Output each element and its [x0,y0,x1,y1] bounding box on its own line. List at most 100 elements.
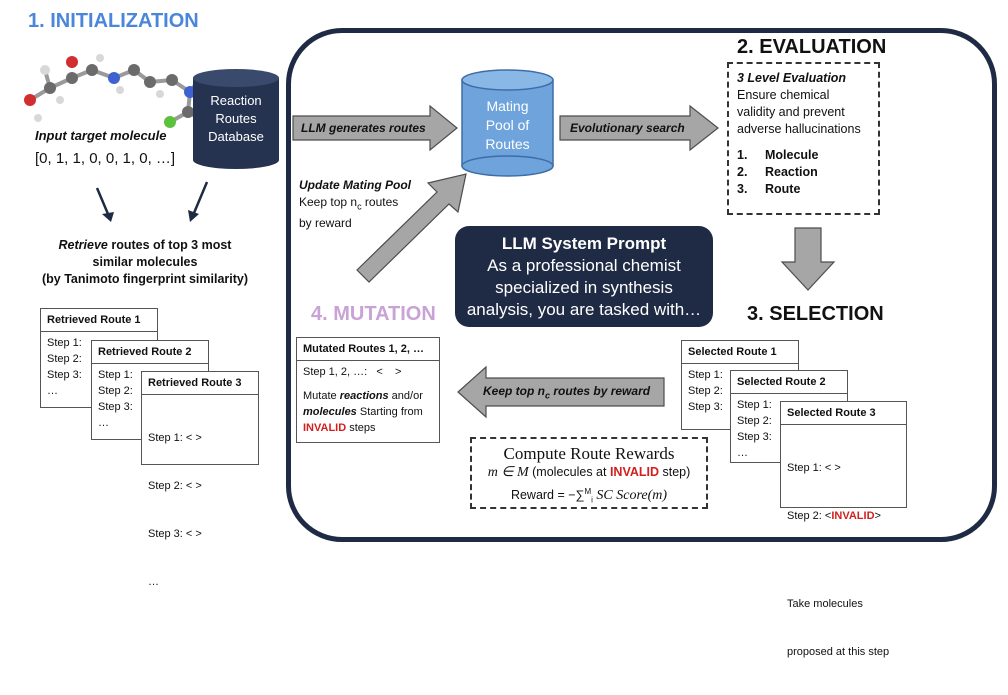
take-molecules-note-1: Take molecules [787,598,863,610]
evaluation-level-3: 3.Route [737,181,870,198]
level-label: Route [765,182,801,196]
update-pool-line3: by reward [299,216,352,231]
level-label: Molecule [765,148,819,162]
update-pool-arrow [356,173,467,283]
route-step: Step 2: [98,385,133,397]
retrieved-route-title: Retrieved Route 3 [142,372,258,395]
retrieve-line2: similar molecules [92,255,198,269]
database-label-line2: Routes [215,111,257,126]
system-prompt-line2: specialized in synthesis [495,278,673,297]
mating-pool-label: Mating Pool of Routes [462,97,553,154]
update-pool-title: Update Mating Pool [299,178,411,192]
main-loop-frame [286,28,997,542]
reward-sub: i [591,495,593,505]
mutate-molecules: molecules [303,406,357,418]
route-step-invalid: Step 2: <INVALID> [787,508,900,524]
input-molecule-label: Input target molecule [35,128,167,143]
evolutionary-arrow [559,104,719,152]
mutated-routes-card: Mutated Routes 1, 2, … Step 1, 2, …: < >… [296,337,440,443]
take-molecules-note-2: proposed at this step [787,646,890,658]
update-pool-sub: c [357,201,362,212]
system-prompt-line1: As a professional chemist [487,256,681,275]
mutated-step-line: Step 1, 2, …: < > [303,366,402,378]
level-label: Reaction [765,165,818,179]
route-step: Step 1: [737,399,772,411]
level-num: 2. [737,165,748,179]
route-step: Step 2: [688,385,723,397]
update-pool-text: Update Mating Pool Keep top nc routes by… [299,177,411,232]
update-pool-line2-post: routes [361,195,399,209]
route-step: Step 1: < > [787,462,841,474]
database-label-line1: Reaction [210,93,262,108]
level-num: 1. [737,148,748,162]
mating-pool-cylinder [461,69,554,177]
route-step: Step 3: [688,401,723,413]
keep-top-arrow [457,365,665,419]
evaluation-box-line2: validity and prevent [737,105,845,119]
route-step: Step 3: < > [148,528,202,540]
keep-top-n: n [537,384,546,398]
database-label: Reaction Routes Database [193,92,279,146]
selected-route-card-3: Selected Route 3 Step 1: < > Step 2: <IN… [780,401,907,658]
keep-top-sub: c [545,390,551,401]
eval-to-selection-arrow [780,227,836,291]
system-prompt-title: LLM System Prompt [501,234,667,253]
mutate-steps: steps [346,422,376,434]
update-pool-line2-pre: Keep top [299,195,351,209]
reward-sup: M [584,487,592,496]
route-step: Step 1: [47,337,82,349]
evaluation-level-2: 2. Reaction [737,164,870,181]
retrieve-rest: routes of top 3 most [107,238,232,252]
evaluation-title: 2. EVALUATION [737,36,887,58]
retrieve-description: Retrieve routes of top 3 most similar mo… [0,237,290,288]
rewards-line1-pre: (molecules at [528,465,610,479]
route-step: Step 1: [98,369,133,381]
route-step: Step 3: [47,369,82,381]
route-step: Step 2: [737,415,772,427]
route-step: Step 3: [737,431,772,443]
mutation-title: 4. MUTATION [311,303,436,325]
selection-title: 3. SELECTION [747,303,884,325]
mutated-routes-title: Mutated Routes 1, 2, … [297,338,439,361]
selected-route-title: Selected Route 2 [731,371,847,394]
evaluation-box-line1: Ensure chemical [737,88,830,102]
route-step: Step 2: [47,353,82,365]
init-title: 1. INITIALIZATION [28,10,199,32]
retrieved-route-title: Retrieved Route 1 [41,309,157,332]
update-pool-n: n [350,195,358,209]
route-step: … [737,447,748,459]
evaluation-box-line3: adverse hallucinations [737,122,861,136]
invalid-tag: INVALID [303,422,347,434]
mutate-andor: and/or [388,390,423,402]
route-step: Step 3: [98,401,133,413]
init-down-arrows [95,181,209,222]
route-step: Step 1: < > [148,432,202,444]
diagram-graphics [24,54,836,419]
mutate-reactions: reactions [339,390,389,402]
evaluation-box-title: 3 Level Evaluation [737,71,847,85]
route-step: Step 2: < > [148,480,202,492]
math-m-in-M: m ∈ M [487,465,529,480]
route-rewards-title: Compute Route Rewards [503,444,675,463]
retrieve-italic: Retrieve [58,238,108,252]
keep-top-pre: Keep top [483,384,538,398]
invalid-tag: INVALID [831,510,875,522]
step2-post: > [874,510,881,522]
system-prompt-line3: analysis, you are tasked with… [466,300,702,319]
mating-pool-line3: Routes [485,136,530,152]
keep-top-post: routes by reward [550,384,651,398]
reward-sc-score: SC Score(m) [592,488,668,504]
molecule-image [24,54,212,128]
database-cylinder [193,69,279,169]
fingerprint-vector: [0, 1, 1, 0, 0, 1, 0, …] [35,150,176,167]
invalid-tag: INVALID [609,465,660,479]
mutate-starting: Starting from [356,406,423,418]
evolutionary-label: Evolutionary search [570,121,685,135]
mating-pool-line2: Pool of [485,117,530,133]
route-rewards-box: Compute Route Rewards m ∈ M (molecules a… [470,437,708,509]
selected-route-title: Selected Route 1 [682,341,798,364]
rewards-line1-post: step) [659,465,691,479]
retrieved-route-card-3: Retrieved Route 3 Step 1: < > Step 2: < … [141,371,259,588]
keep-top-label: Keep top nc routes by reward [483,384,650,400]
route-step: … [47,385,58,397]
